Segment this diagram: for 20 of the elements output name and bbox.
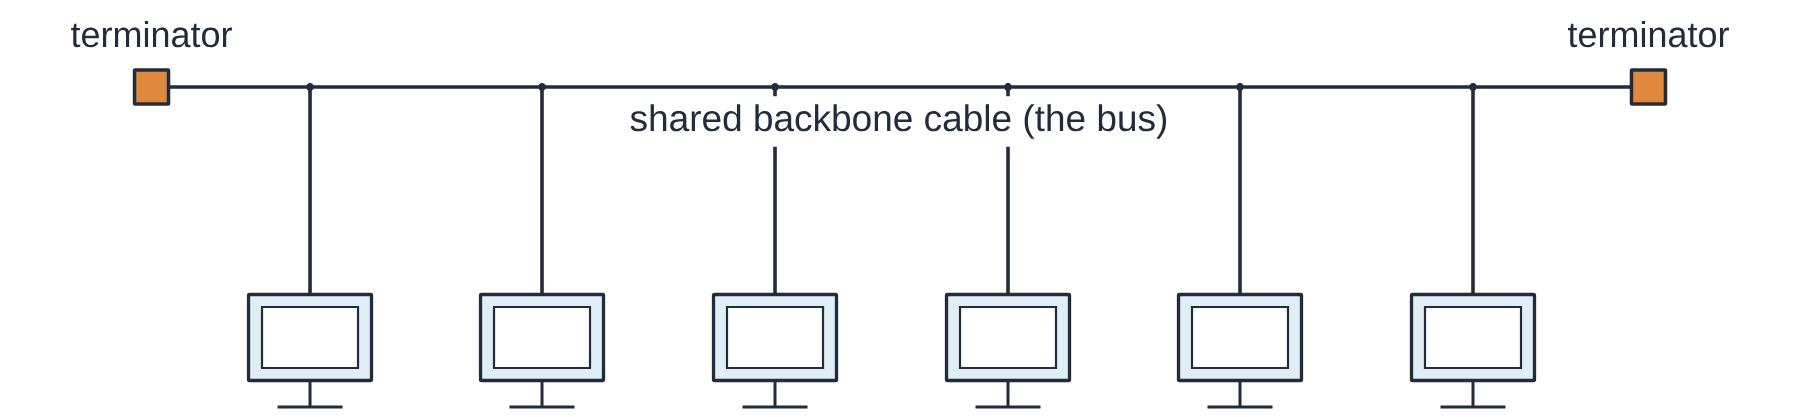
node-heading: terminator	[1568, 20, 1729, 48]
cable-line	[1471, 89, 1475, 295]
monitor-drawing	[246, 292, 374, 409]
cable-line	[777, 85, 1006, 89]
cable-line	[1242, 85, 1471, 89]
cable-line	[168, 85, 308, 89]
monitor-drawing	[478, 292, 606, 409]
cable-line	[1238, 89, 1242, 295]
cable-line	[308, 89, 312, 295]
cable-line	[1010, 85, 1238, 89]
cable-line	[540, 89, 544, 295]
monitor-drawing	[944, 292, 1072, 409]
monitor-drawing	[1409, 292, 1537, 409]
cable-label: shared backbone cable (the bus)	[625, 96, 1173, 147]
monitor-drawing	[1176, 292, 1304, 409]
cable-line	[544, 85, 773, 89]
monitor-drawing	[711, 292, 839, 409]
cable-line	[312, 85, 540, 89]
cable-line	[1475, 85, 1632, 89]
node-heading: terminator	[71, 20, 232, 48]
